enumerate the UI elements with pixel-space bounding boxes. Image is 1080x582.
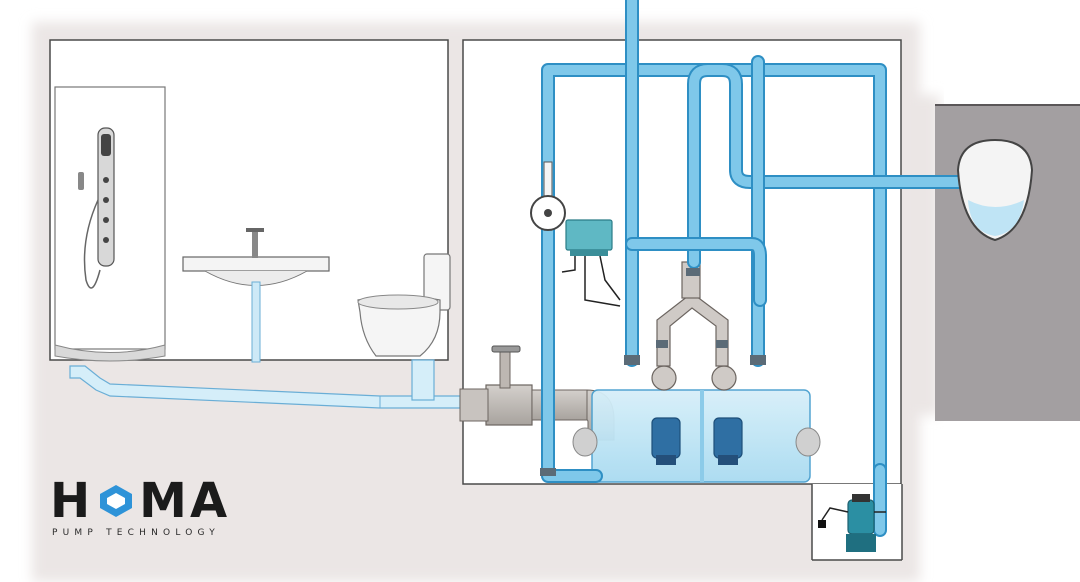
shower-panel-icon (54, 86, 166, 362)
logo-letter-a: A (189, 473, 231, 529)
homa-logo: H M A PUMP TECHNOLOGY (50, 476, 250, 546)
twin-pump-tank-icon (572, 389, 821, 483)
pump-icon (713, 417, 743, 465)
discharge-pipes (541, 0, 982, 537)
logo-letter-h: H (50, 473, 94, 529)
toilet-icon (357, 253, 451, 357)
submersible-pump-icon (818, 494, 886, 552)
logo-tagline: PUMP TECHNOLOGY (52, 528, 220, 538)
pump-icon (651, 417, 681, 465)
control-box-icon (561, 219, 621, 307)
urinal-icon (956, 138, 1034, 242)
washbasin-icon (182, 228, 330, 363)
logo-wordmark: H M A (50, 476, 230, 526)
pressure-gauge-icon (530, 161, 566, 231)
pipe-couplers (540, 268, 766, 476)
blue-diamond-o-icon (99, 484, 133, 518)
logo-letter-m: M (139, 473, 190, 529)
